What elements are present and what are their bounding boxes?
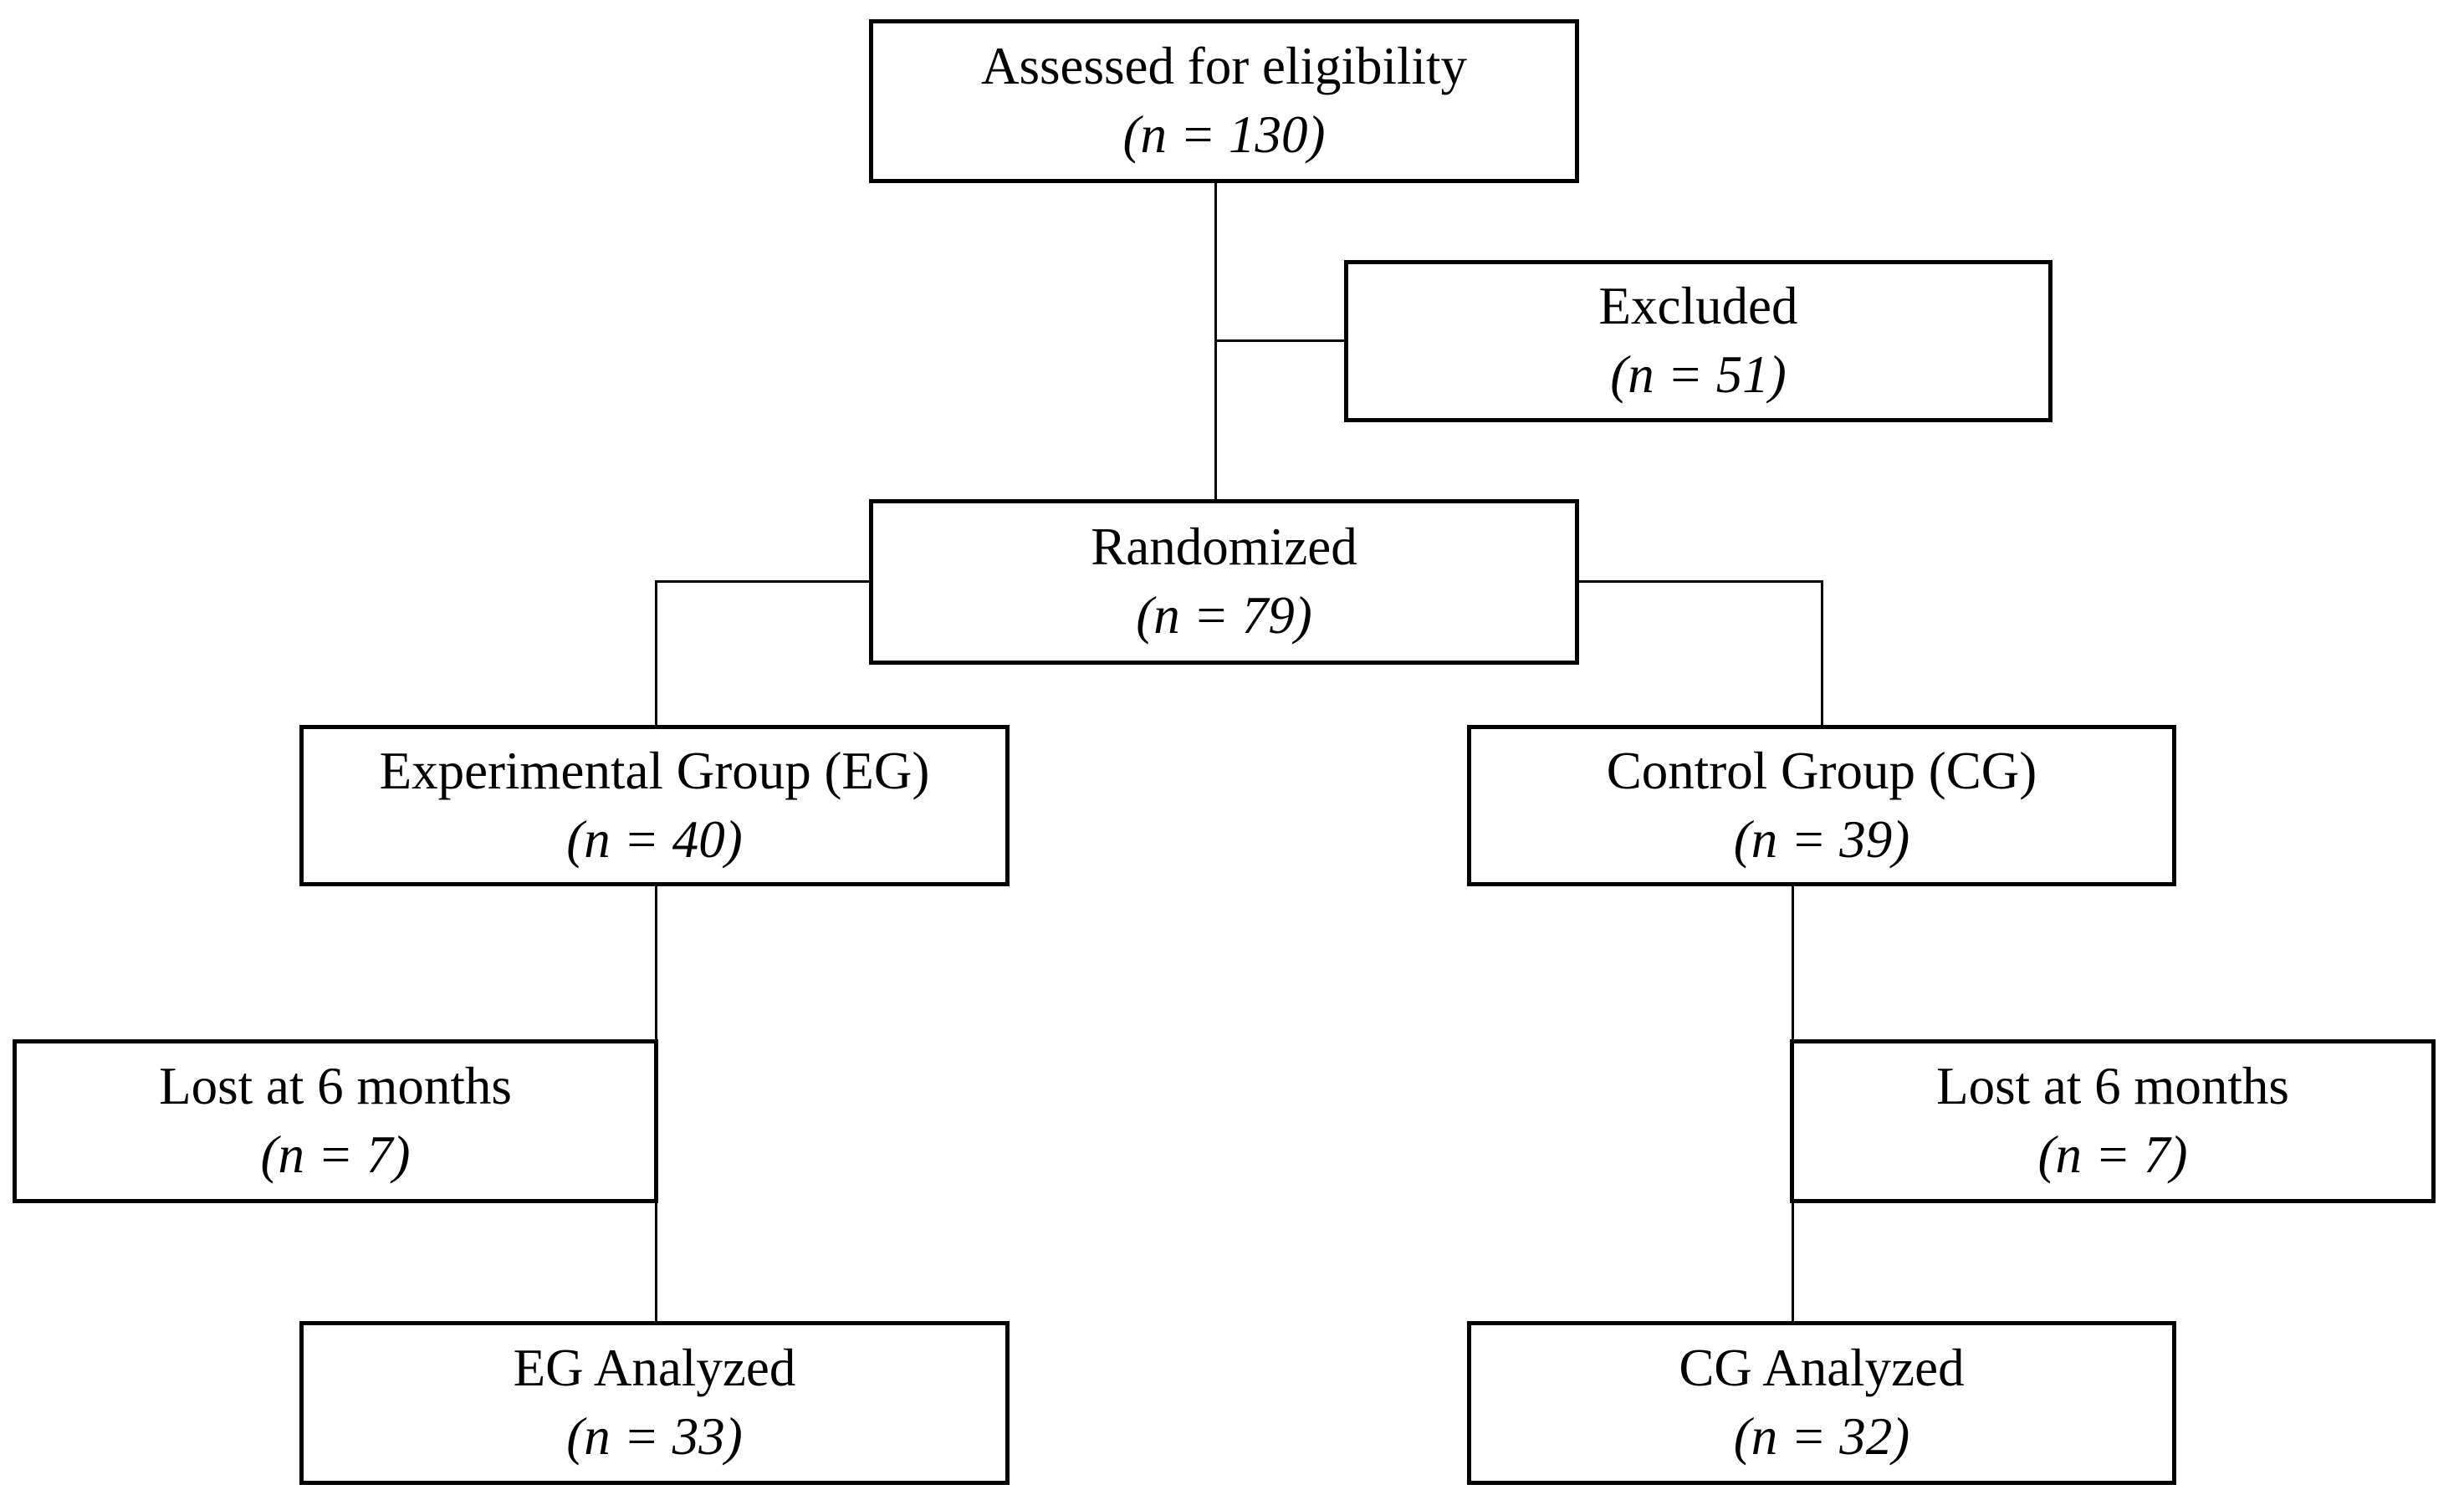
- edge-randomized-to-eg-horizontal: [655, 580, 872, 583]
- node-cg-analyzed: CG Analyzed (n = 32): [1467, 1321, 2176, 1485]
- edge-randomized-to-cg-vertical: [1821, 580, 1823, 727]
- node-label: Control Group (CG): [1606, 741, 2037, 800]
- edge-randomized-to-cg-horizontal: [1576, 580, 1823, 583]
- node-label: Lost at 6 months: [159, 1057, 512, 1116]
- node-label: Excluded: [1598, 277, 1798, 336]
- node-excluded: Excluded (n = 51): [1344, 260, 2052, 422]
- node-n-value: (n = 7): [260, 1125, 411, 1184]
- node-n-value: (n = 51): [1610, 345, 1787, 404]
- edge-assessed-to-randomized: [1214, 183, 1217, 501]
- node-label: Randomized: [1091, 518, 1357, 577]
- node-lost-at-6-months-cg: Lost at 6 months (n = 7): [1790, 1039, 2436, 1203]
- node-randomized: Randomized (n = 79): [869, 499, 1579, 665]
- node-n-value: (n = 7): [2037, 1125, 2188, 1184]
- node-label: CG Analyzed: [1679, 1339, 1965, 1398]
- node-lost-at-6-months-eg: Lost at 6 months (n = 7): [13, 1039, 658, 1203]
- node-label: Assessed for eligibility: [981, 37, 1467, 96]
- node-n-value: (n = 32): [1733, 1407, 1910, 1466]
- node-assessed-for-eligibility: Assessed for eligibility (n = 130): [869, 19, 1579, 183]
- edge-assessed-to-excluded: [1214, 339, 1348, 342]
- node-n-value: (n = 79): [1136, 586, 1312, 645]
- node-n-value: (n = 40): [566, 809, 743, 869]
- node-n-value: (n = 33): [566, 1407, 743, 1466]
- node-label: Lost at 6 months: [1936, 1057, 2289, 1116]
- node-experimental-group: Experimental Group (EG) (n = 40): [299, 725, 1010, 886]
- edge-randomized-to-eg-vertical: [655, 580, 657, 727]
- node-label: EG Analyzed: [513, 1339, 796, 1398]
- node-eg-analyzed: EG Analyzed (n = 33): [299, 1321, 1010, 1485]
- node-n-value: (n = 39): [1733, 809, 1910, 869]
- node-control-group: Control Group (CG) (n = 39): [1467, 725, 2176, 886]
- node-n-value: (n = 130): [1122, 105, 1326, 164]
- node-label: Experimental Group (EG): [379, 741, 930, 800]
